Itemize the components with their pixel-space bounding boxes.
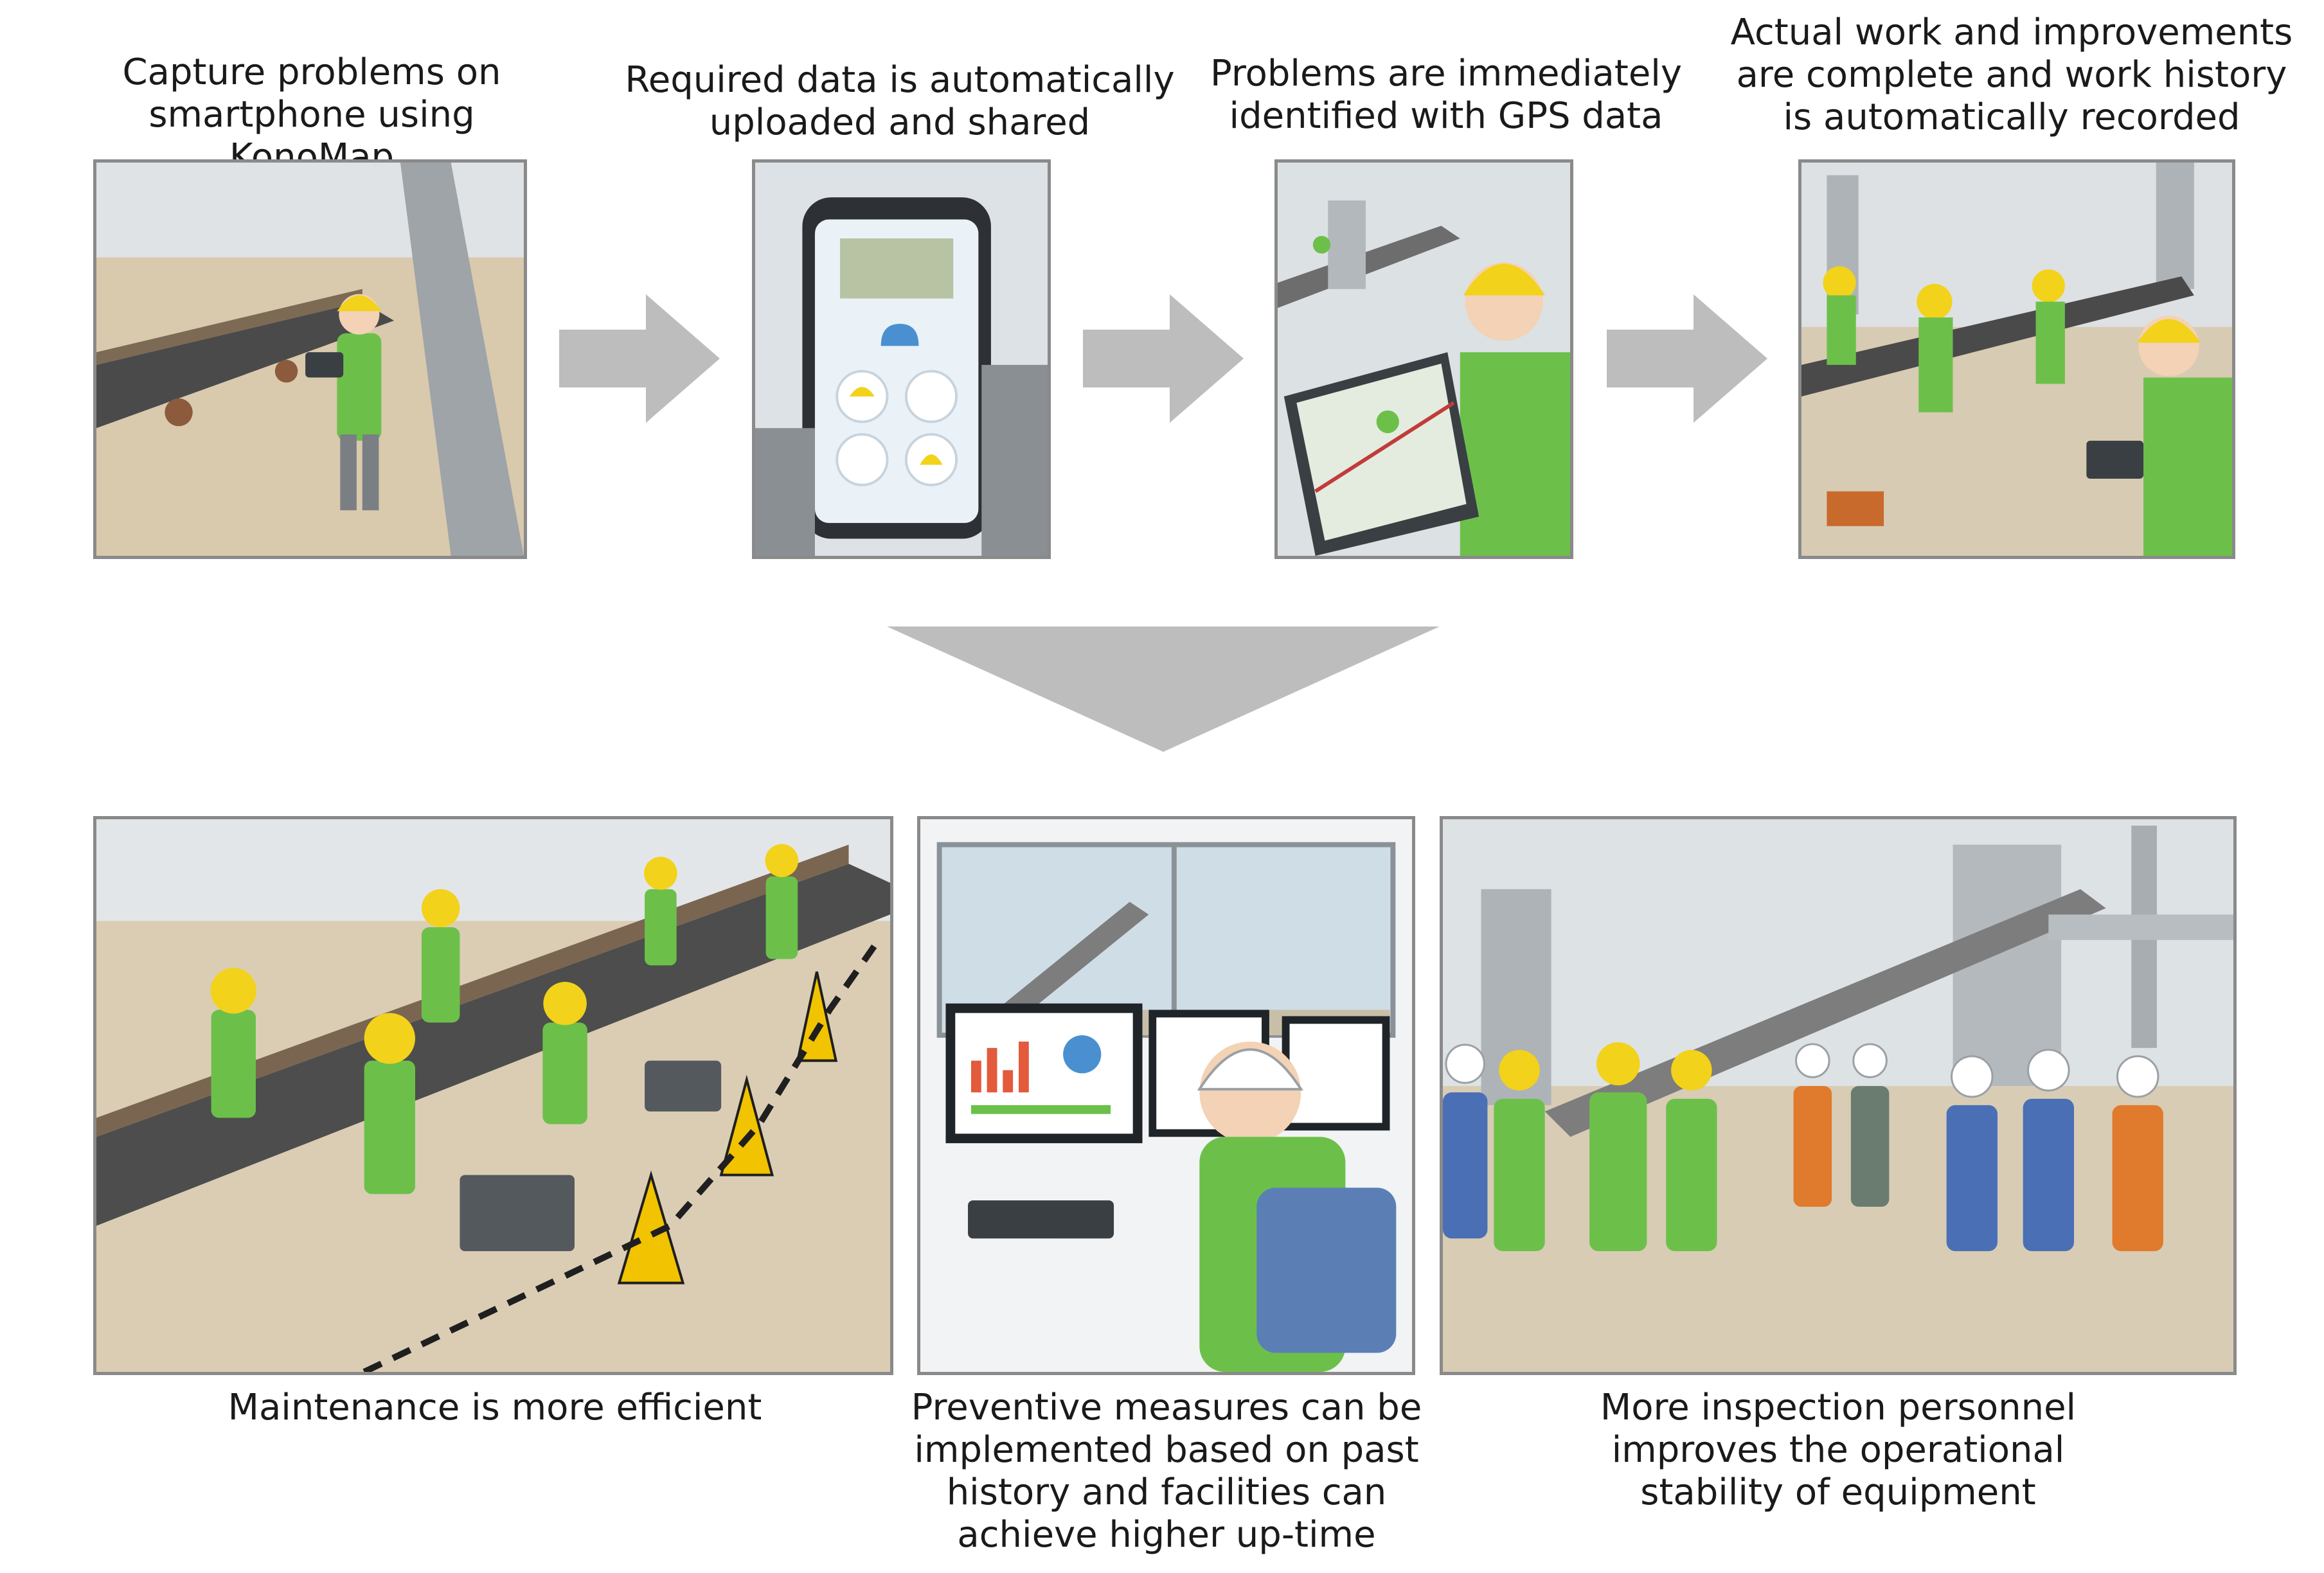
step-1-illustration bbox=[93, 159, 527, 559]
step-4-caption: Actual work and improvements are complet… bbox=[1730, 12, 2293, 138]
outcome-3-illustration bbox=[1440, 816, 2237, 1375]
step-2-illustration bbox=[752, 159, 1051, 559]
arrow-down-icon bbox=[887, 627, 1440, 752]
step-2-caption: Required data is automatically uploaded … bbox=[625, 59, 1175, 143]
arrow-right-icon-2 bbox=[1083, 294, 1244, 423]
arrow-right-icon-1 bbox=[559, 294, 720, 423]
step-3-illustration bbox=[1274, 159, 1573, 559]
outcome-1-illustration bbox=[93, 816, 893, 1375]
outcome-2-caption: Preventive measures can be implemented b… bbox=[911, 1387, 1422, 1556]
step-4-illustration bbox=[1798, 159, 2235, 559]
outcome-1-caption: Maintenance is more efficient bbox=[228, 1387, 762, 1428]
arrow-right-icon-3 bbox=[1607, 294, 1767, 423]
step-3-caption: Problems are immediately identified with… bbox=[1210, 53, 1682, 137]
outcome-3-caption: More inspection personnel improves the o… bbox=[1600, 1387, 2077, 1513]
step-1-caption: Capture problems on smartphone using Kon… bbox=[122, 51, 501, 178]
outcome-2-illustration bbox=[917, 816, 1415, 1375]
